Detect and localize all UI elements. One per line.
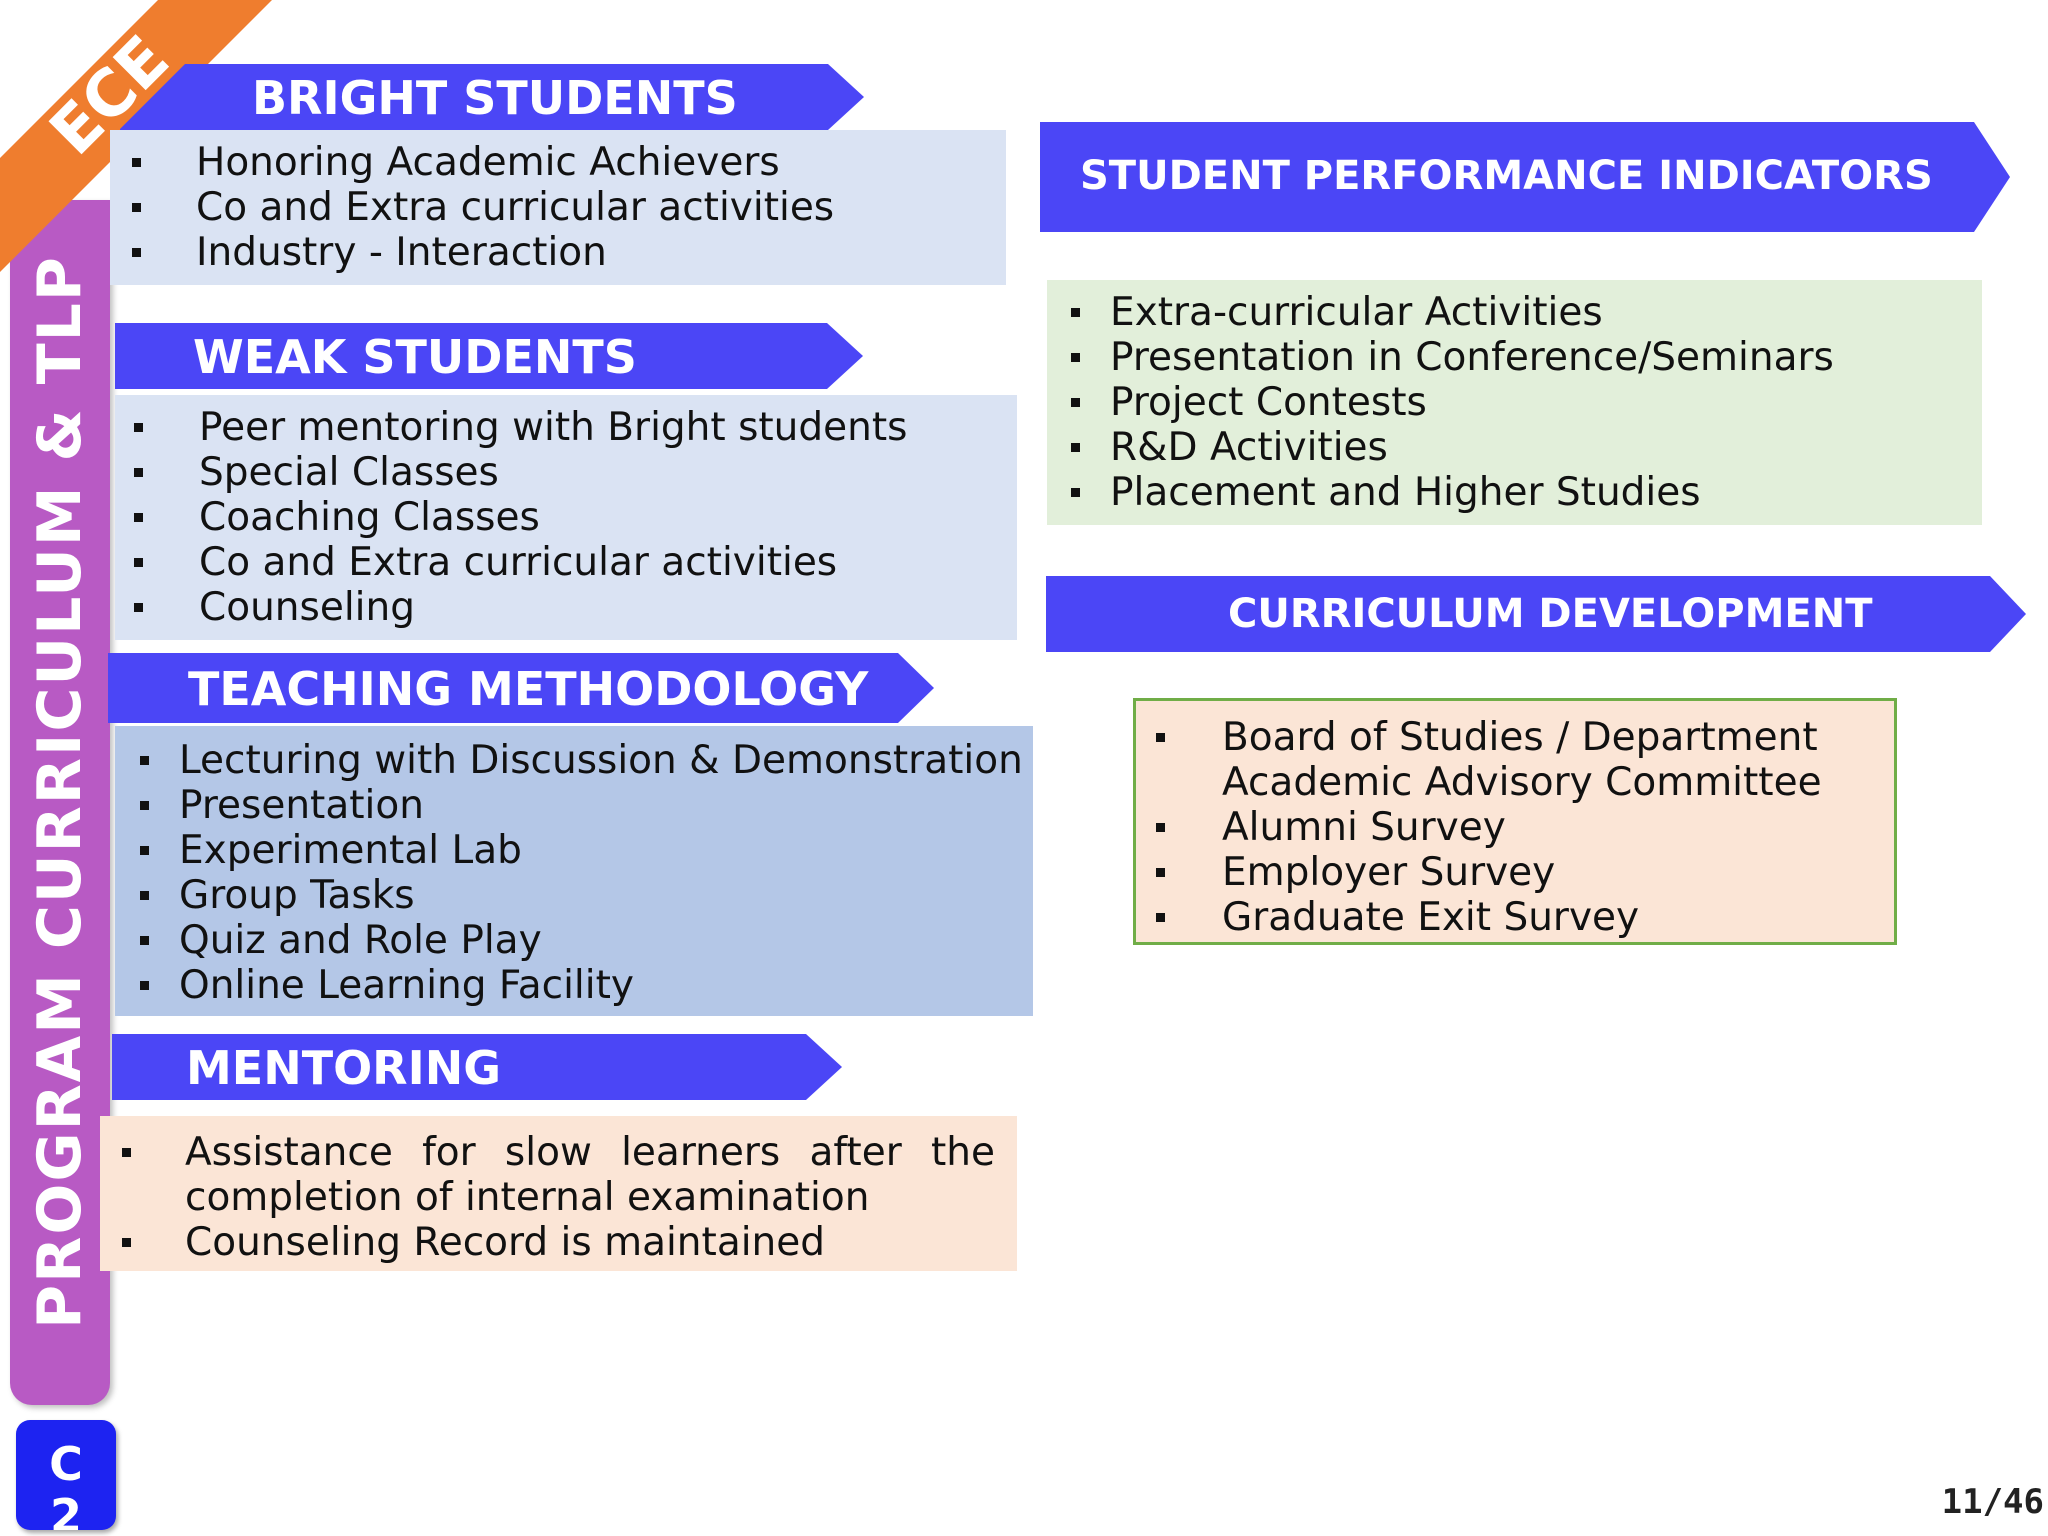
list-item: Honoring Academic Achievers [110, 140, 1006, 185]
teaching-methodology-box: Lecturing with Discussion & Demonstratio… [115, 726, 1033, 1016]
list-item: Extra-curricular Activities [1047, 290, 1982, 335]
list-item: Presentation in Conference/Seminars [1047, 335, 1982, 380]
performance-indicators-list: Extra-curricular Activities Presentation… [1047, 280, 1982, 515]
list-item: Special Classes [115, 450, 1017, 495]
curriculum-development-list: Board of Studies / Department Academic A… [1136, 701, 1894, 940]
curriculum-development-box: Board of Studies / Department Academic A… [1133, 698, 1897, 945]
list-item: Counseling Record is maintained [100, 1220, 1017, 1265]
list-item: Graduate Exit Survey [1136, 895, 1894, 940]
weak-students-list: Peer mentoring with Bright students Spec… [115, 395, 1017, 630]
list-item: Presentation [115, 783, 1033, 828]
list-item: Employer Survey [1136, 850, 1894, 895]
list-item: Co and Extra curricular activities [110, 185, 1006, 230]
list-item: Lecturing with Discussion & Demonstratio… [115, 738, 1033, 783]
bright-students-banner: BRIGHT STUDENTS [120, 64, 864, 130]
sidebar-panel [10, 200, 110, 1405]
list-item: Coaching Classes [115, 495, 1017, 540]
mentoring-box: Assistance for slow learners after the c… [100, 1116, 1017, 1271]
list-item: Placement and Higher Studies [1047, 470, 1982, 515]
list-item: Co and Extra curricular activities [115, 540, 1017, 585]
bright-students-title: BRIGHT STUDENTS [252, 71, 738, 125]
teaching-methodology-title: TEACHING METHODOLOGY [188, 662, 869, 716]
list-item: Peer mentoring with Bright students [115, 405, 1017, 450]
weak-students-title: WEAK STUDENTS [193, 330, 637, 384]
c2-badge: C 2 [16, 1420, 116, 1530]
list-item: Alumni Survey [1136, 805, 1894, 850]
list-item: Project Contests [1047, 380, 1982, 425]
list-item: Quiz and Role Play [115, 918, 1033, 963]
weak-students-box: Peer mentoring with Bright students Spec… [115, 395, 1017, 640]
list-item: Industry - Interaction [110, 230, 1006, 275]
c2-badge-label: C 2 [49, 1437, 83, 1530]
list-item: Board of Studies / Department Academic A… [1136, 715, 1894, 805]
weak-students-banner: WEAK STUDENTS [115, 323, 863, 389]
teaching-methodology-list: Lecturing with Discussion & Demonstratio… [115, 726, 1033, 1008]
performance-indicators-title: STUDENT PERFORMANCE INDICATORS [1080, 153, 1933, 199]
sidebar-title: PROGRAM CURRICULUM & TLP [25, 255, 95, 1329]
list-item: Group Tasks [115, 873, 1033, 918]
list-item: Online Learning Facility [115, 963, 1033, 1008]
list-item: R&D Activities [1047, 425, 1982, 470]
mentoring-list: Assistance for slow learners after the c… [100, 1116, 1017, 1265]
teaching-methodology-banner: TEACHING METHODOLOGY [108, 653, 934, 723]
list-item: Counseling [115, 585, 1017, 630]
list-item: Assistance for slow learners after the c… [100, 1130, 1017, 1220]
performance-indicators-box: Extra-curricular Activities Presentation… [1047, 280, 1982, 525]
mentoring-title: MENTORING [186, 1041, 501, 1095]
bright-students-box: Honoring Academic Achievers Co and Extra… [110, 130, 1006, 285]
page-number: 11/46 [1941, 1482, 2044, 1522]
curriculum-development-title: CURRICULUM DEVELOPMENT [1228, 591, 1873, 637]
list-item: Experimental Lab [115, 828, 1033, 873]
mentoring-banner: MENTORING [112, 1034, 842, 1100]
performance-indicators-banner: STUDENT PERFORMANCE INDICATORS [1040, 122, 2010, 232]
bright-students-list: Honoring Academic Achievers Co and Extra… [110, 130, 1006, 275]
curriculum-development-banner: CURRICULUM DEVELOPMENT [1046, 576, 2026, 652]
